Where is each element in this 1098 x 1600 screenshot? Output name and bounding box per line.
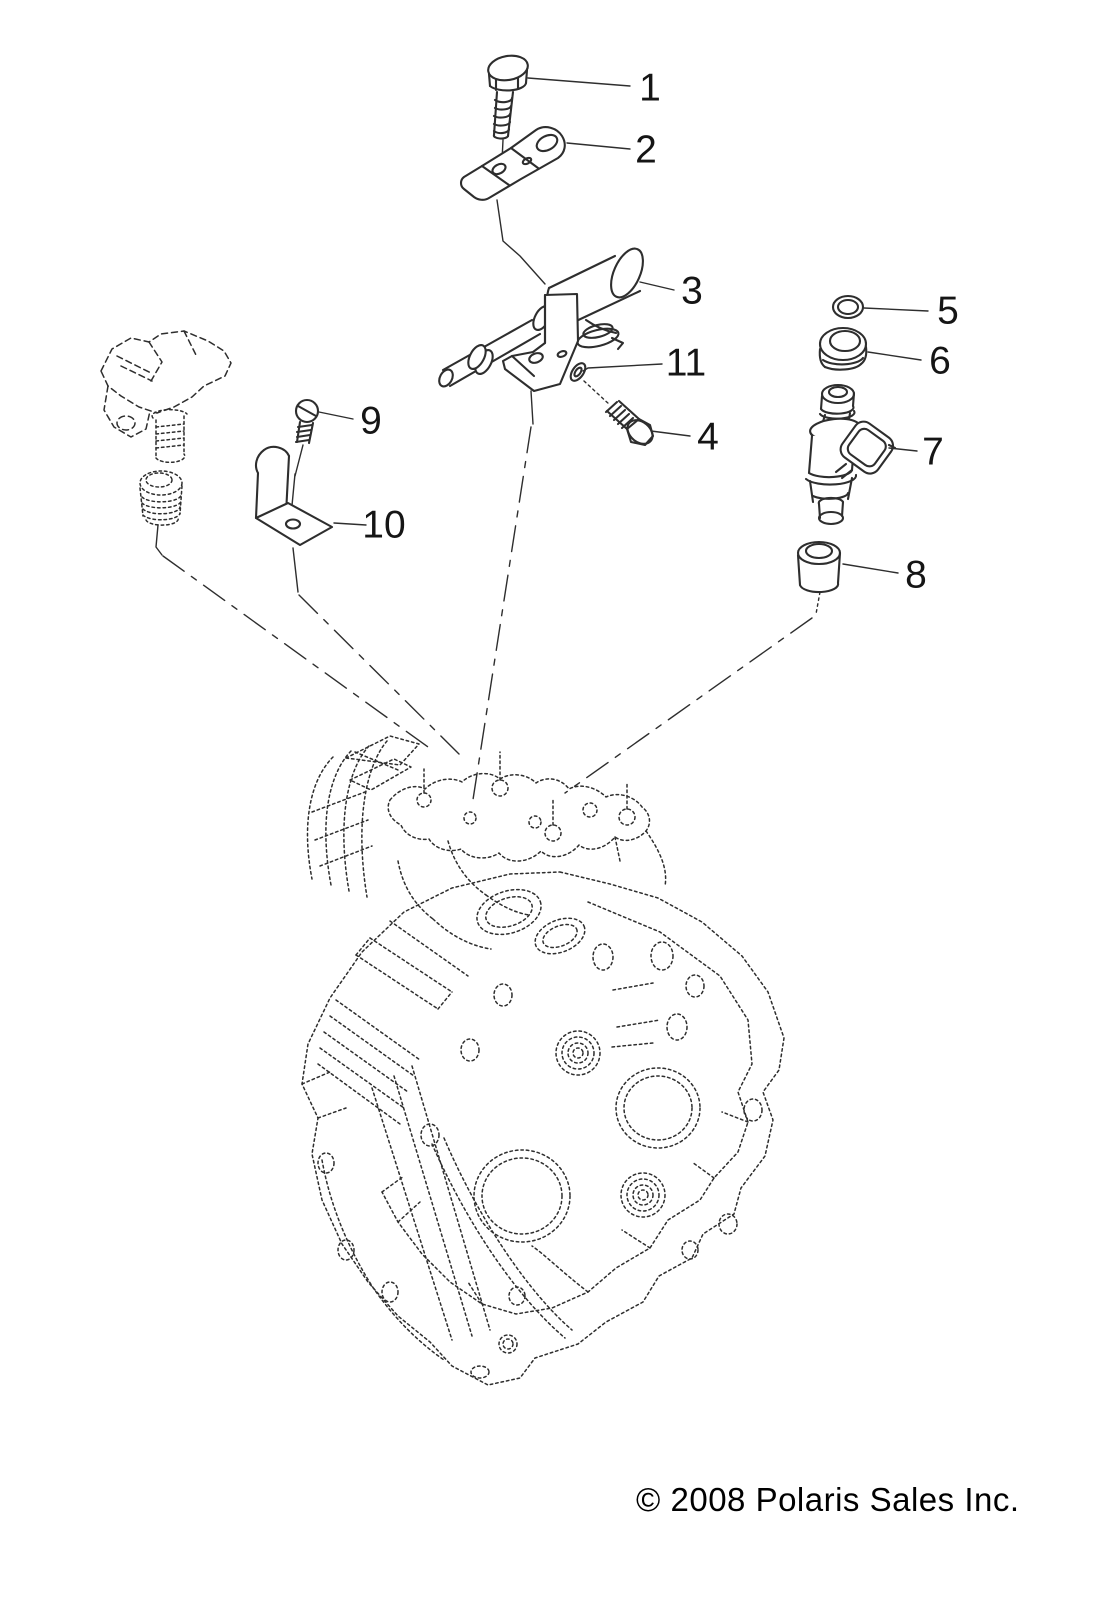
part-flange-bolt bbox=[487, 54, 529, 140]
callout-6: 6 bbox=[929, 340, 951, 383]
callout-7: 7 bbox=[922, 431, 944, 474]
callout-5: 5 bbox=[937, 290, 959, 333]
callout-labels: 1 2 3 4 5 6 7 8 9 10 11 bbox=[360, 67, 959, 597]
map-sensor-ghost bbox=[100, 330, 232, 438]
part-fuel-injector bbox=[804, 383, 897, 526]
part-mount-bracket bbox=[459, 126, 566, 201]
part-injector-cup bbox=[796, 540, 842, 594]
callout-10: 10 bbox=[362, 504, 405, 547]
callout-leader-lines bbox=[318, 77, 929, 574]
sensor-grommet-ghost bbox=[139, 470, 183, 526]
cylinder-head-ghost bbox=[301, 871, 785, 1386]
assembly-alignment-lines bbox=[155, 139, 821, 807]
copyright-text: © 2008 Polaris Sales Inc. bbox=[636, 1481, 1020, 1518]
map-sensor-port-ghost bbox=[151, 408, 188, 464]
part-fuel-rail bbox=[438, 247, 644, 393]
part-clip-bracket bbox=[254, 445, 334, 547]
callout-2: 2 bbox=[635, 129, 657, 172]
part-screw bbox=[294, 398, 320, 445]
part-oring bbox=[831, 294, 865, 320]
callout-8: 8 bbox=[905, 554, 927, 597]
callout-4: 4 bbox=[697, 416, 719, 459]
callout-1: 1 bbox=[639, 67, 661, 110]
part-washer bbox=[569, 362, 587, 382]
callout-11: 11 bbox=[666, 342, 707, 385]
callout-3: 3 bbox=[681, 270, 703, 313]
part-rail-bolt bbox=[604, 399, 655, 447]
callout-9: 9 bbox=[360, 400, 382, 443]
part-injector-seal bbox=[818, 326, 868, 371]
throttle-body-ghost bbox=[306, 735, 667, 936]
